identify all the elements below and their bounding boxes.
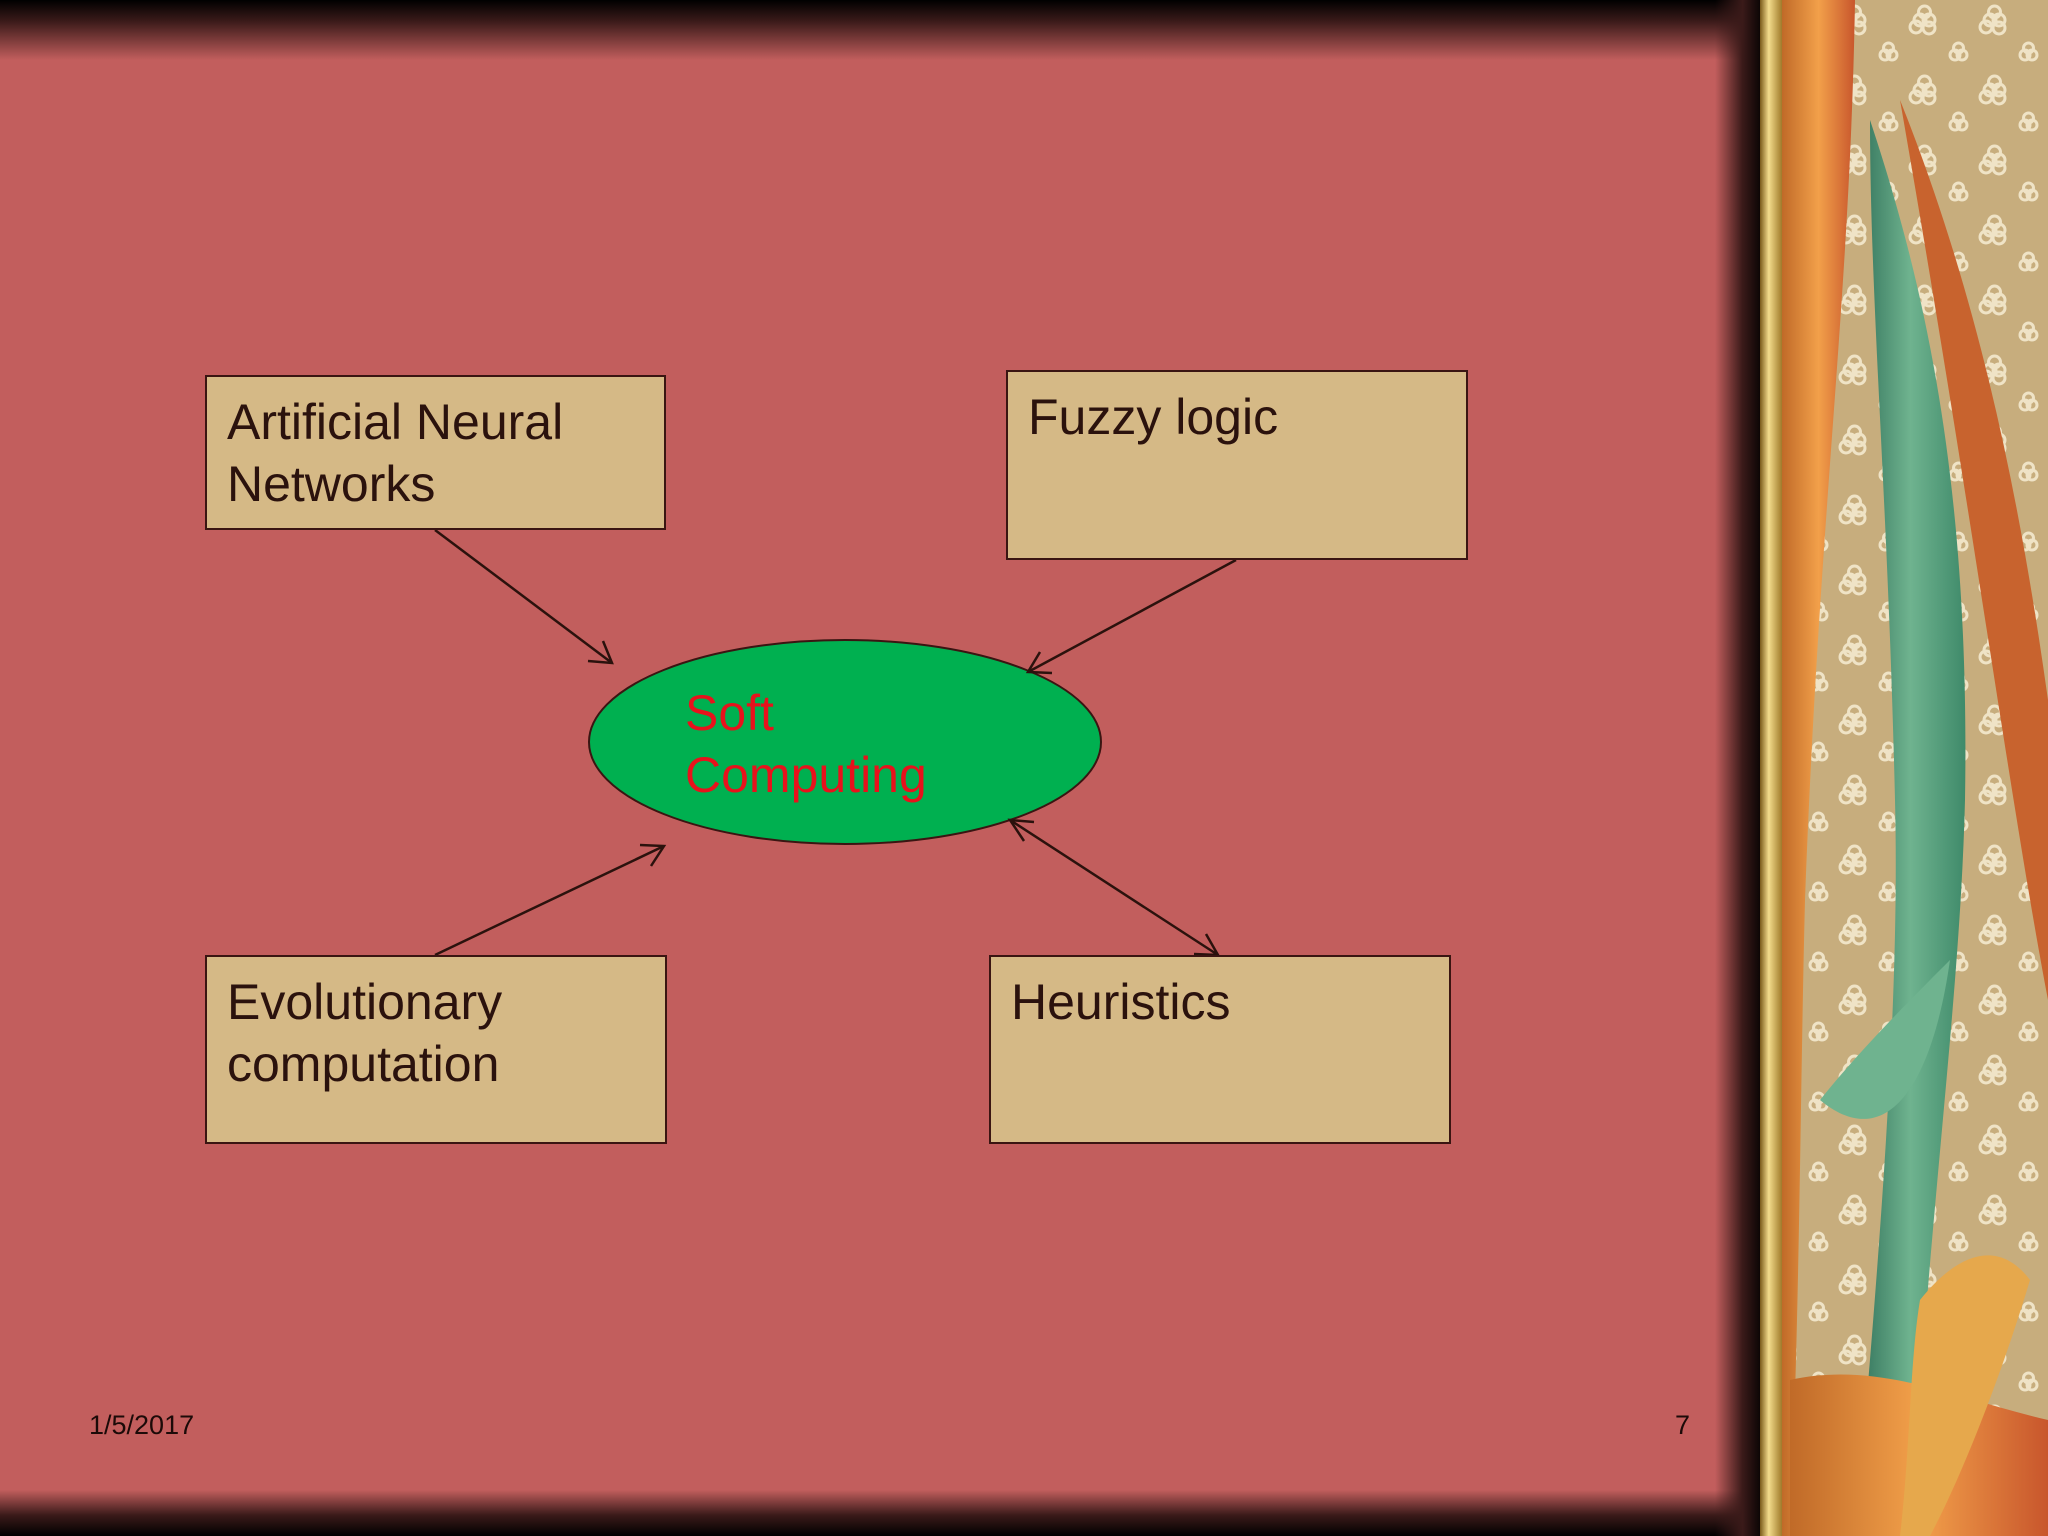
arrowhead-ann <box>587 640 614 665</box>
decorative-ribbon-panel <box>1760 0 2048 1536</box>
box-evolutionary-computation: Evolutionary computation <box>205 955 667 1144</box>
arrow-evolutionary-to-center <box>434 844 665 957</box>
arrowhead-fuzzy <box>1025 651 1053 675</box>
arrowhead-evolutionary <box>639 843 667 867</box>
bottom-shadow <box>0 1490 1765 1536</box>
box-fuzzy-line1: Fuzzy logic <box>1028 389 1279 445</box>
top-shadow <box>0 0 1765 60</box>
arrow-ann-to-center <box>434 529 613 664</box>
box-evolutionary-line1: Evolutionary <box>227 974 503 1030</box>
slide-page-number: 7 <box>1674 1410 1690 1440</box>
box-fuzzy-logic: Fuzzy logic <box>1006 370 1468 560</box>
box-heuristics-line1: Heuristics <box>1011 974 1231 1030</box>
box-ann-line2: Networks <box>227 456 436 512</box>
arrow-heuristics-center <box>1009 818 1219 957</box>
right-shadow <box>1715 0 1765 1536</box>
soft-computing-label: Soft Computing <box>685 682 985 806</box>
box-heuristics: Heuristics <box>989 955 1451 1144</box>
box-ann-line1: Artificial Neural <box>227 394 564 450</box>
soft-computing-line2: Computing <box>685 747 927 803</box>
arrowhead-heuristics-top <box>1007 818 1035 842</box>
arrow-fuzzy-to-center <box>1027 558 1237 674</box>
box-artificial-neural-networks: Artificial Neural Networks <box>205 375 666 530</box>
box-evolutionary-line2: computation <box>227 1036 500 1092</box>
soft-computing-line1: Soft <box>685 685 774 741</box>
soft-computing-ellipse <box>588 639 1102 845</box>
slide-date: 1/5/2017 <box>89 1410 195 1440</box>
